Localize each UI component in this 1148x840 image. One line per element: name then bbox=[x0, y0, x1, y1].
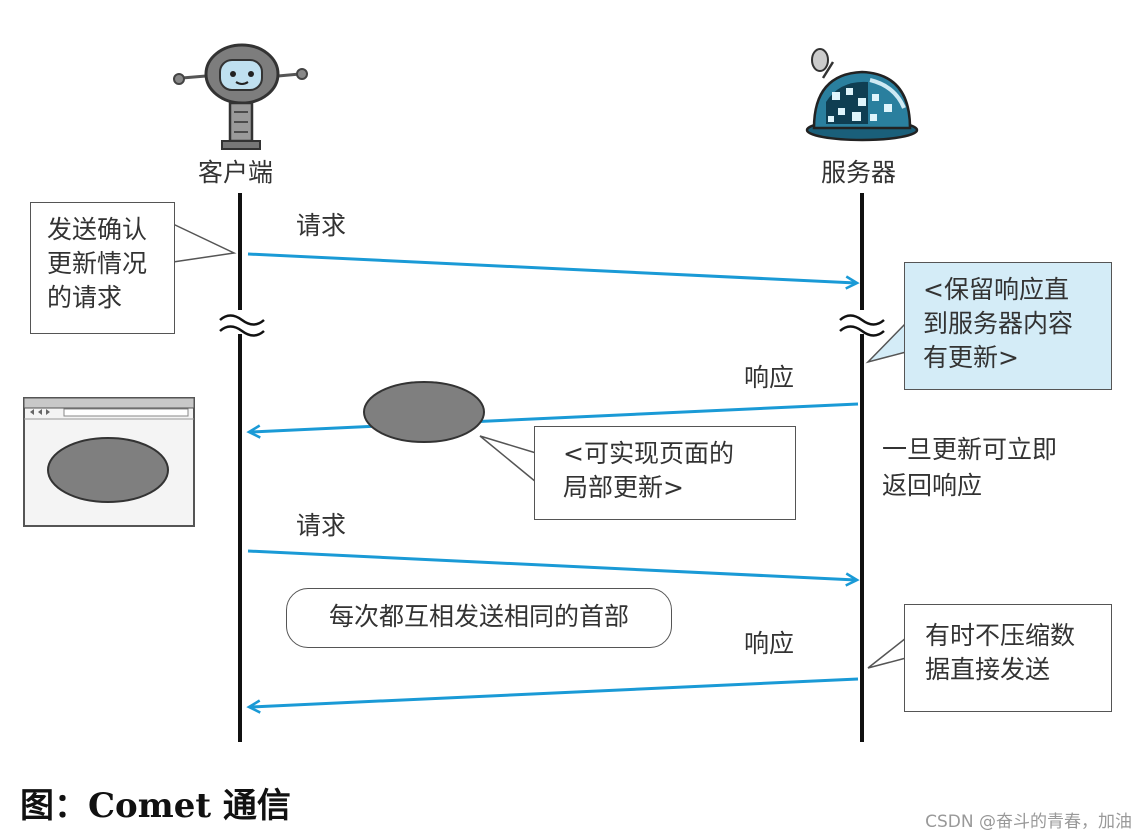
note-line: <保留响应直 bbox=[923, 275, 1069, 304]
note-line: 到服务器内容 bbox=[923, 309, 1074, 338]
note-line: <可实现页面的 bbox=[563, 439, 734, 468]
note-line: 返回响应 bbox=[882, 471, 983, 500]
confirm-note-tail bbox=[172, 223, 237, 263]
note-line: 发送确认 bbox=[47, 215, 148, 244]
request-label-1: 请求 bbox=[296, 211, 347, 240]
dome-server-icon bbox=[805, 48, 919, 142]
browser-window-icon bbox=[23, 397, 195, 527]
caption-prefix: 图： bbox=[20, 786, 88, 826]
uncompressed-note-tail bbox=[867, 637, 907, 669]
hold-response-note: <保留响应直 到服务器内容 有更新> bbox=[904, 262, 1112, 390]
caption-title: Comet 通信 bbox=[88, 786, 291, 826]
hold-note-tail bbox=[865, 322, 907, 364]
note-line: 的请求 bbox=[47, 283, 123, 312]
client-time-break bbox=[219, 310, 265, 337]
watermark: CSDN @奋斗的青春，加油 bbox=[925, 812, 1132, 832]
note-line: 有更新> bbox=[923, 343, 1019, 372]
robot-client-icon bbox=[173, 43, 308, 150]
response-arrow-1 bbox=[246, 402, 859, 439]
note-line: 据直接发送 bbox=[925, 655, 1051, 684]
request-label-2: 请求 bbox=[296, 511, 347, 540]
uncompressed-note: 有时不压缩数 据直接发送 bbox=[904, 604, 1112, 712]
immediate-return-note: 一旦更新可立即 返回响应 bbox=[882, 432, 1057, 504]
request-arrow-2 bbox=[247, 549, 860, 587]
response-label-1: 响应 bbox=[744, 363, 795, 392]
server-label: 服务器 bbox=[821, 158, 897, 187]
confirm-request-note: 发送确认 更新情况 的请求 bbox=[30, 202, 175, 334]
response-label-2: 响应 bbox=[744, 629, 795, 658]
partial-note-tail bbox=[479, 435, 537, 483]
note-line: 有时不压缩数 bbox=[925, 621, 1076, 650]
partial-content-ellipse bbox=[363, 381, 485, 443]
note-line: 一旦更新可立即 bbox=[882, 435, 1058, 464]
same-headers-note: 每次都互相发送相同的首部 bbox=[286, 588, 672, 648]
figure-caption: 图：Comet 通信 bbox=[20, 778, 291, 827]
note-line: 更新情况 bbox=[47, 249, 148, 278]
client-label: 客户端 bbox=[198, 158, 274, 187]
server-time-break bbox=[839, 310, 885, 337]
note-line: 局部更新> bbox=[563, 473, 684, 502]
request-arrow-1 bbox=[247, 252, 860, 290]
response-arrow-2 bbox=[246, 677, 859, 714]
partial-update-note: <可实现页面的 局部更新> bbox=[534, 426, 796, 520]
